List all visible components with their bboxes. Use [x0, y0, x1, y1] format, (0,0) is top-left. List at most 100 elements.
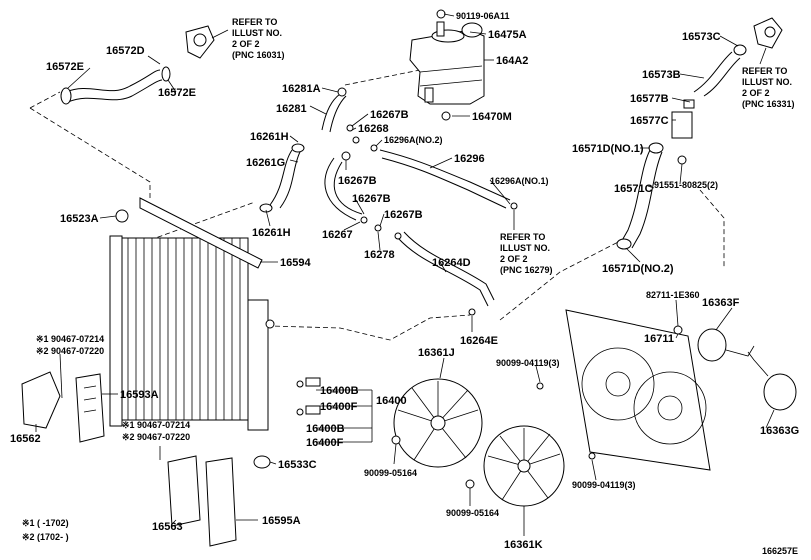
refer-16279-line1: REFER TO [500, 232, 545, 242]
note-lower-1: ※1 90467-07214 [122, 420, 190, 430]
label-16264D: 16264D [432, 257, 471, 269]
clip-16533C [253, 455, 271, 469]
deflector-16593A [75, 373, 105, 443]
label-90119: 90119-06A11 [456, 11, 510, 21]
thermostat-housing-right [753, 17, 783, 49]
radiator [109, 197, 321, 431]
label-16267B-right: 16267B [384, 209, 423, 221]
reservoir-tank [409, 9, 485, 105]
refer-16331-line1: REFER TO [742, 66, 787, 76]
label-91551: 91551-80825(2) [654, 180, 718, 190]
fan-shroud [565, 309, 711, 471]
refer-16031-line2: ILLUST NO. [232, 28, 282, 38]
bolt-91551 [677, 155, 687, 165]
water-outlet-16577C [671, 99, 695, 139]
note-footer-1: ※1 ( -1702) [22, 518, 69, 528]
label-16261H-bottom: 16261H [252, 227, 291, 239]
note-upper-1: ※1 90467-07214 [36, 334, 104, 344]
refer-16331-line2: ILLUST NO. [742, 77, 792, 87]
label-16278: 16278 [364, 249, 395, 261]
deflector-16562 [21, 371, 61, 429]
label-16523A: 16523A [60, 213, 99, 225]
motor-16363G [747, 351, 797, 411]
motor-16363F [697, 328, 755, 362]
label-16572E-left: 16572E [46, 61, 84, 73]
label-16563: 16563 [152, 521, 183, 533]
label-16267B-top: 16267B [370, 109, 409, 121]
label-90099-05164-b: 90099-05164 [446, 508, 499, 518]
label-16281A: 16281A [282, 83, 321, 95]
refer-16331-line4: (PNC 16331) [742, 99, 795, 109]
illustration-number: 166257E [762, 546, 798, 556]
label-164A2: 164A2 [496, 55, 528, 67]
hose-16264D [394, 231, 495, 316]
label-16573B: 16573B [642, 69, 681, 81]
label-16400F-lower: 16400F [306, 437, 344, 449]
label-16470M: 16470M [472, 111, 512, 123]
note-lower-2: ※2 90467-07220 [122, 432, 190, 442]
thermostat-housing-left [185, 25, 215, 59]
label-90099-04119-lower: 90099-04119(3) [572, 480, 636, 490]
deflector-16563 [167, 455, 201, 527]
plug-16470M [441, 111, 451, 121]
label-16267: 16267 [322, 229, 353, 241]
hose-16571C [616, 142, 664, 250]
label-16261H-top: 16261H [250, 131, 289, 143]
label-16577C: 16577C [630, 115, 669, 127]
hose-16267 [324, 151, 368, 224]
label-16361J: 16361J [418, 347, 455, 359]
hose-16281 [321, 87, 347, 133]
label-16594: 16594 [280, 257, 311, 269]
label-16577B: 16577B [630, 93, 669, 105]
label-16281: 16281 [276, 103, 307, 115]
label-16573C: 16573C [682, 31, 721, 43]
label-16711: 16711 [644, 333, 674, 345]
label-16572E-right: 16572E [158, 87, 196, 99]
refer-16331-line3: 2 OF 2 [742, 88, 770, 98]
label-16261G: 16261G [246, 157, 285, 169]
hose-16261G [259, 143, 305, 213]
label-16400B-lower: 16400B [306, 423, 345, 435]
label-16400F-upper: 16400F [320, 401, 358, 413]
label-16268: 16268 [358, 123, 389, 135]
refer-block-16331: REFER TO ILLUST NO. 2 OF 2 (PNC 16331) [742, 47, 795, 109]
label-16400B-upper: 16400B [320, 385, 359, 397]
label-16571C: 16571C [614, 183, 653, 195]
label-90099-05164-a: 90099-05164 [364, 468, 417, 478]
refer-16031-line1: REFER TO [232, 17, 277, 27]
bolt-90099-c [536, 382, 544, 390]
label-90099-04119-upper: 90099-04119(3) [496, 358, 560, 368]
leader-lines [35, 13, 775, 536]
label-16296: 16296 [454, 153, 485, 165]
label-16296A-no1: 16296A(NO.1) [490, 176, 549, 186]
part-labels: 90119-06A11 16475A 164A2 16470M 16573C 1… [10, 11, 799, 556]
resistor-82711 [673, 325, 683, 335]
label-16572D: 16572D [106, 45, 145, 57]
label-82711: 82711-1E360 [646, 290, 700, 300]
fan-16361J [393, 378, 483, 468]
label-16267B-mid: 16267B [338, 175, 377, 187]
label-16361K: 16361K [504, 539, 543, 551]
label-16475A: 16475A [488, 29, 527, 41]
nut-90099-a [391, 435, 401, 445]
label-16571D-no2: 16571D(NO.2) [602, 263, 674, 275]
label-16264E: 16264E [460, 335, 498, 347]
refer-16031-line3: 2 OF 2 [232, 39, 260, 49]
label-16296A-no2: 16296A(NO.2) [384, 135, 443, 145]
label-16593A: 16593A [120, 389, 159, 401]
refer-16279-line4: (PNC 16279) [500, 265, 553, 275]
fan-16361K [483, 425, 565, 507]
label-16400: 16400 [376, 395, 407, 407]
small-fittings [346, 124, 382, 232]
note-footer-2: ※2 (1702- ) [22, 532, 69, 542]
refer-block-16031: REFER TO ILLUST NO. 2 OF 2 (PNC 16031) [211, 17, 285, 60]
note-upper-2: ※2 90467-07220 [36, 346, 104, 356]
label-16363G: 16363G [760, 425, 799, 437]
refer-block-16279: REFER TO ILLUST NO. 2 OF 2 (PNC 16279) [500, 210, 553, 275]
refer-16279-line2: ILLUST NO. [500, 243, 550, 253]
nut-90099-b [465, 479, 475, 489]
label-16562: 16562 [10, 433, 41, 445]
bolt-90099-d [588, 452, 596, 460]
